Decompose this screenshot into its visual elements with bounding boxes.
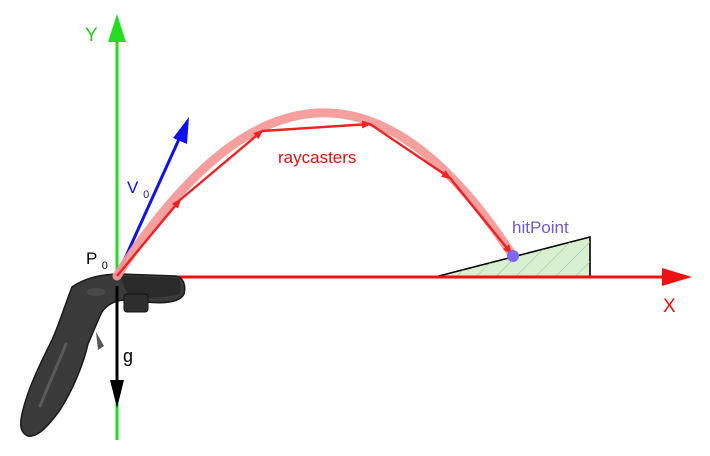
velocity-arrowhead [173,117,189,144]
origin-label-sub: 0 [102,260,108,272]
gravity-label: g [123,346,133,366]
hit-point-label: hitPoint [512,218,569,237]
x-axis [117,268,692,286]
raycaster-segment [179,129,264,201]
raycaster-segments [116,120,513,277]
gravity-arrowhead [110,380,124,408]
y-axis-arrowhead [108,14,126,42]
raycaster-segment [261,120,372,133]
raycaster-segment [369,123,452,180]
raycasters-label: raycasters [278,148,356,167]
raycaster-segment [116,198,182,277]
origin-label: P 0 [86,249,108,272]
x-axis-arrowhead [662,268,692,286]
vr-controller-icon [20,273,186,437]
velocity-label-main: V [127,178,139,197]
controller-trigger [123,293,149,313]
velocity-label: V 0 [127,178,149,201]
hit-point-marker [507,250,519,262]
gravity-vector [110,286,124,408]
x-axis-label: X [663,296,676,317]
raycaster-segment [449,177,513,255]
origin-label-main: P [86,249,97,268]
y-axis-label: Y [85,25,98,46]
velocity-label-sub: 0 [143,189,149,201]
